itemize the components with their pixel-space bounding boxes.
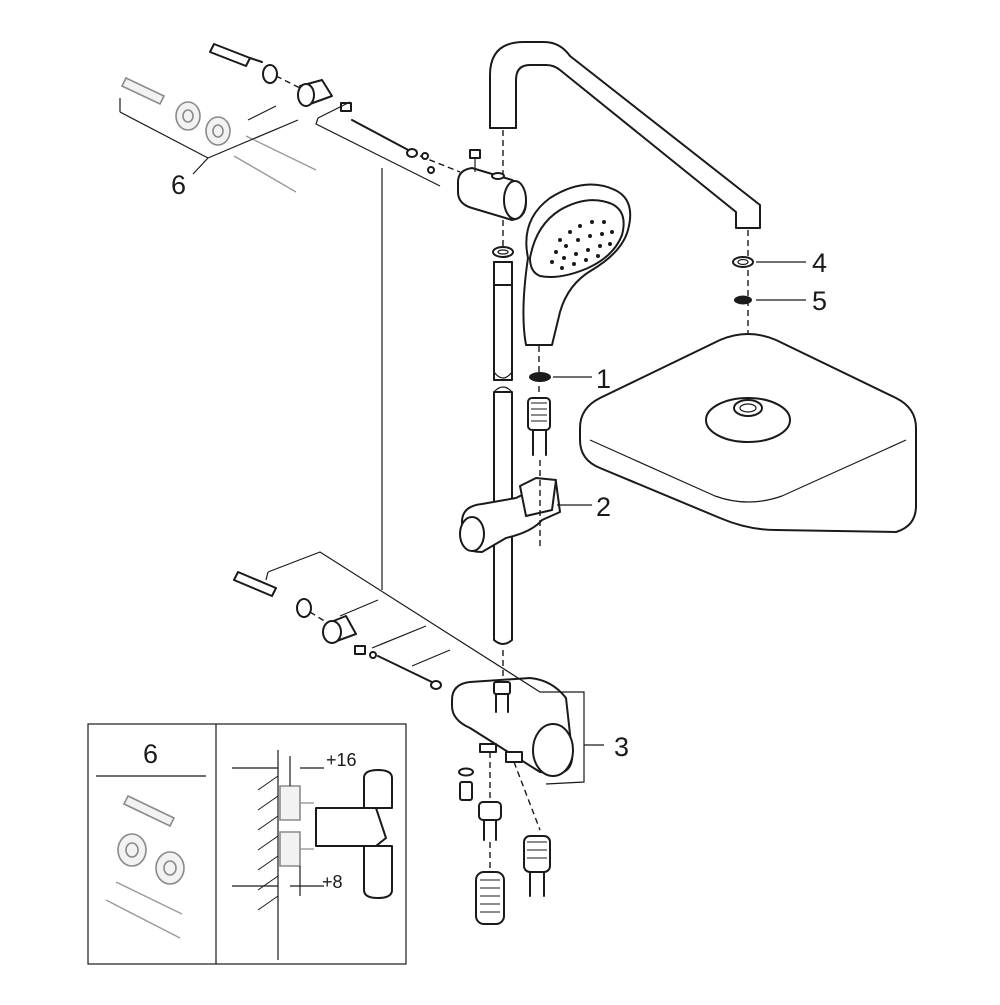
upper-wall-bracket xyxy=(457,149,527,221)
callout-1: 1 xyxy=(596,364,611,394)
hand-shower xyxy=(522,183,632,395)
seal-1 xyxy=(529,372,592,382)
dimension-plus-8: +8 xyxy=(322,872,343,892)
inset-kit-label: 6 xyxy=(143,739,158,769)
riser-rail xyxy=(492,246,514,680)
dimension-plus-16: +16 xyxy=(326,750,357,770)
callout-2: 2 xyxy=(596,492,611,522)
fixing-kit-6-upper xyxy=(119,76,317,193)
callout-6: 6 xyxy=(171,170,186,200)
callout-4: 4 xyxy=(812,248,827,278)
inset-wall-section xyxy=(232,750,393,960)
fixing-kit-bottom xyxy=(233,551,604,785)
hose-nut-upper xyxy=(527,397,551,456)
thermostat-mixer xyxy=(451,677,574,831)
slider xyxy=(459,460,592,553)
callout-3: 3 xyxy=(614,732,629,762)
fixing-kit-top xyxy=(209,43,461,590)
head-shower xyxy=(579,333,917,533)
seal-5 xyxy=(734,295,806,305)
callout-5: 5 xyxy=(812,286,827,316)
seal-4 xyxy=(732,256,806,268)
inset-detail-box: 6 +16 xyxy=(87,723,407,965)
grub-screw xyxy=(458,767,474,801)
hose-connector-lower-right xyxy=(523,835,551,897)
hose-connector-lower-left xyxy=(475,801,505,925)
inset-kit-parts xyxy=(105,794,185,939)
